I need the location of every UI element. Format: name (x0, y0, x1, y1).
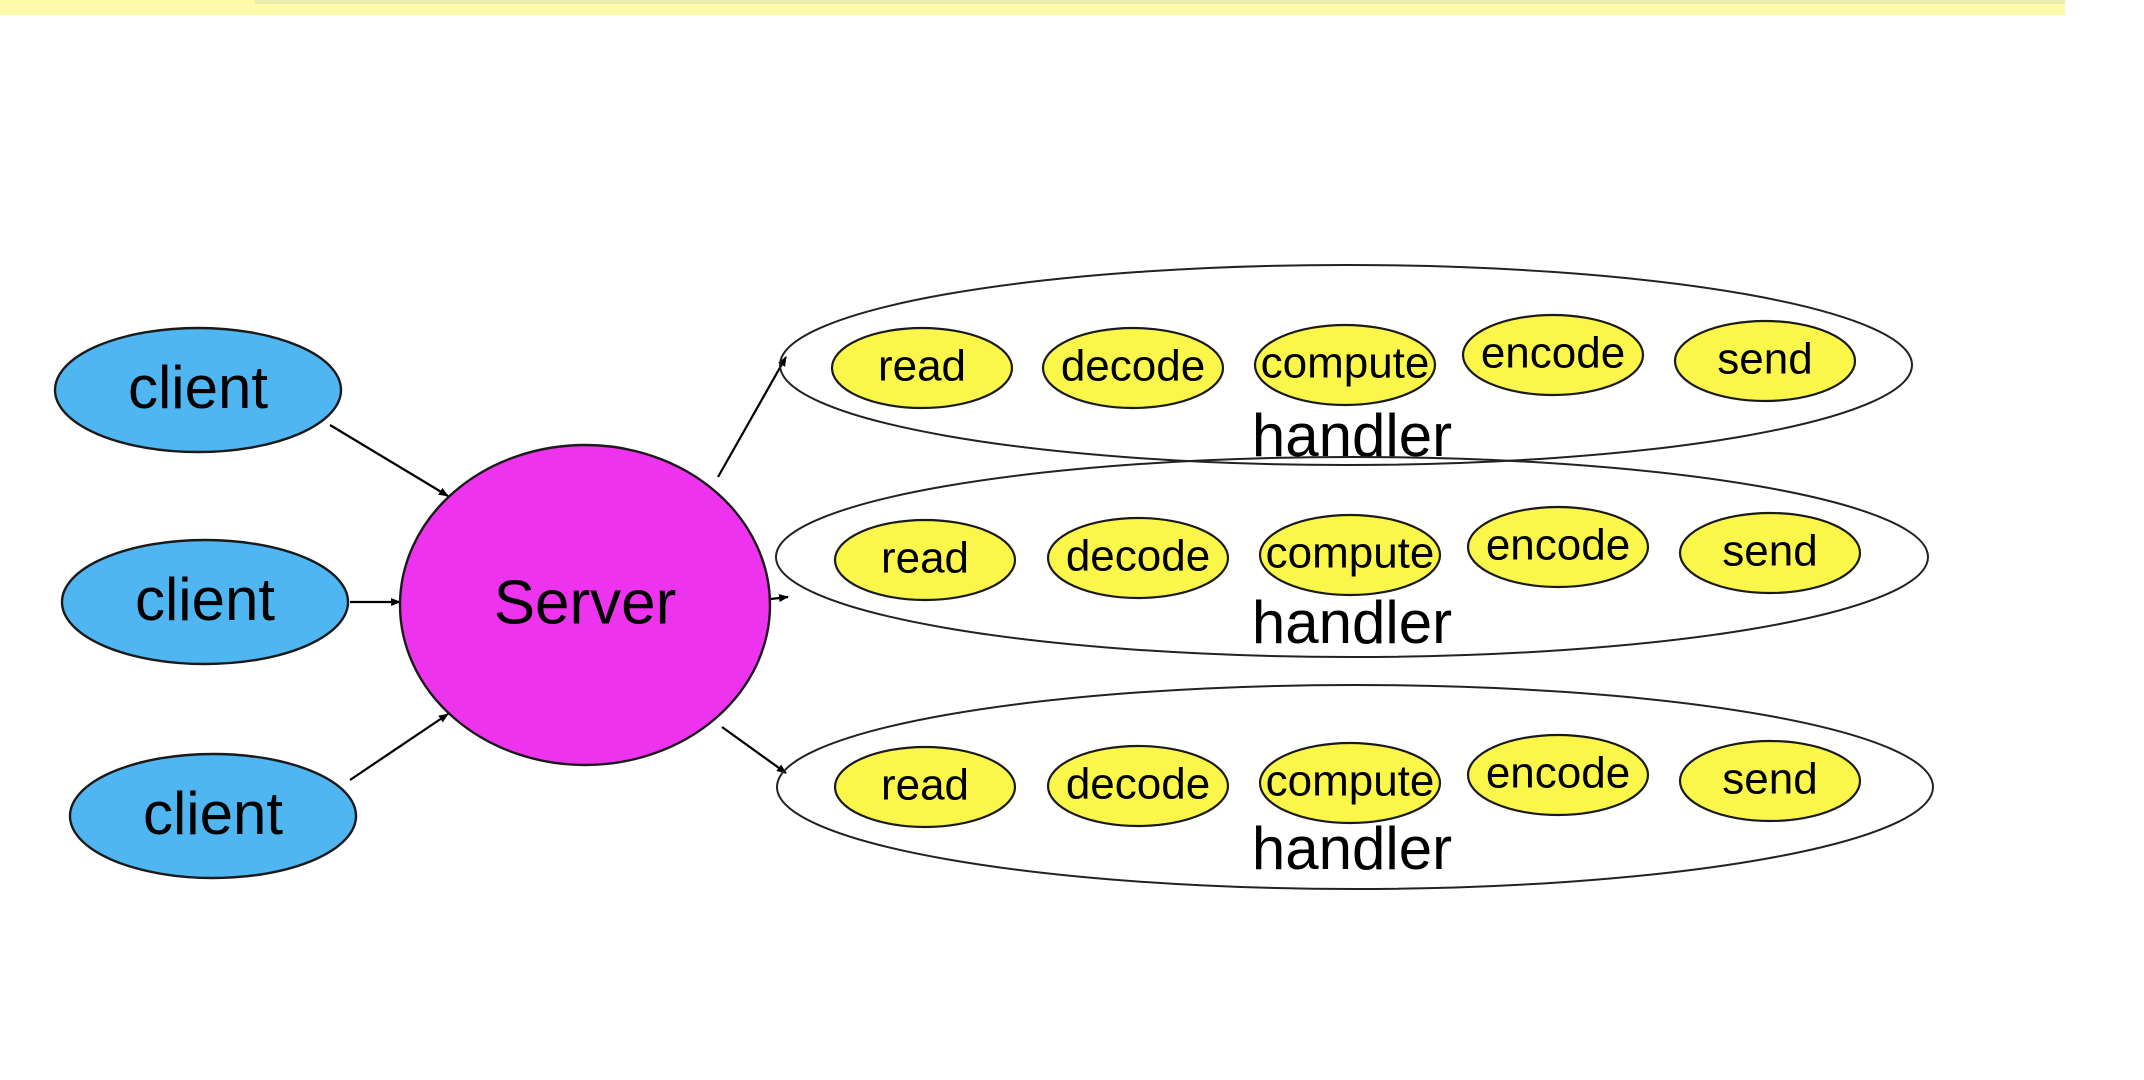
client-label: client (135, 566, 275, 633)
stage-ellipse-encode (1461, 313, 1645, 397)
handler-label: handler (1252, 589, 1452, 656)
stage-ellipse-decode (1041, 326, 1225, 410)
stage-label-encode: encode (1486, 749, 1630, 798)
handler-boundary-ellipse (775, 456, 1929, 658)
handler-group-3[interactable]: read decode compute encode send handler (776, 684, 1934, 890)
stage-label-decode: decode (1061, 342, 1205, 391)
client-ellipse (68, 752, 358, 880)
stage-ellipse-encode (1466, 505, 1650, 589)
stage-encode[interactable]: encode (1461, 313, 1645, 397)
handler-label: handler (1252, 402, 1452, 469)
stage-ellipse-read (833, 745, 1017, 829)
stage-label-compute: compute (1266, 529, 1435, 578)
stage-label-decode: decode (1066, 532, 1210, 581)
handler-label: handler (1252, 815, 1452, 882)
client-ellipse (53, 326, 343, 454)
stage-ellipse-encode (1466, 733, 1650, 817)
top-band-inner-strip (255, 0, 2065, 4)
stage-ellipse-send (1678, 511, 1862, 595)
handler-group-2[interactable]: read decode compute encode send handler (775, 456, 1929, 658)
stage-send[interactable]: send (1678, 511, 1862, 595)
stage-ellipse-send (1678, 739, 1862, 823)
stage-send[interactable]: send (1673, 319, 1857, 403)
handler-boundary-ellipse (779, 264, 1913, 466)
client-label: client (143, 780, 283, 847)
stage-decode[interactable]: decode (1046, 516, 1230, 600)
stage-ellipse-decode (1046, 744, 1230, 828)
stage-label-send: send (1722, 527, 1817, 576)
client-label: client (128, 354, 268, 421)
stage-ellipse-send (1673, 319, 1857, 403)
server-layer: Server (398, 443, 772, 767)
edge-server-to-handler-1 (717, 356, 787, 478)
stage-label-decode: decode (1066, 760, 1210, 809)
edge-client-1-to-server (329, 424, 449, 497)
stage-ellipse-read (830, 326, 1014, 410)
stage-read[interactable]: read (833, 745, 1017, 829)
stage-label-send: send (1717, 335, 1812, 384)
server-label: Server (494, 568, 677, 637)
client-ellipse (60, 538, 350, 666)
client-node-3[interactable]: client (68, 752, 358, 880)
stage-ellipse-compute (1258, 741, 1442, 825)
stage-ellipse-read (833, 518, 1017, 602)
stage-read[interactable]: read (830, 326, 1014, 410)
stage-label-compute: compute (1261, 339, 1430, 388)
server-ellipse (398, 443, 772, 767)
stage-label-encode: encode (1481, 329, 1625, 378)
stage-compute[interactable]: compute (1258, 741, 1442, 825)
stage-label-compute: compute (1266, 757, 1435, 806)
stage-ellipse-decode (1046, 516, 1230, 600)
handlers-layer: read decode compute encode send handler read de… (775, 264, 1934, 890)
stage-read[interactable]: read (833, 518, 1017, 602)
top-band (0, 0, 2065, 15)
stage-encode[interactable]: encode (1466, 733, 1650, 817)
edge-server-to-handler-3 (721, 726, 787, 774)
stage-encode[interactable]: encode (1466, 505, 1650, 589)
clients-layer: client client client (53, 326, 358, 880)
stage-label-encode: encode (1486, 521, 1630, 570)
stage-compute[interactable]: compute (1253, 323, 1437, 407)
client-node-2[interactable]: client (60, 538, 350, 666)
stage-send[interactable]: send (1678, 739, 1862, 823)
stage-ellipse-compute (1253, 323, 1437, 407)
stage-decode[interactable]: decode (1041, 326, 1225, 410)
edge-client-3-to-server (349, 713, 449, 781)
handler-group-1[interactable]: read decode compute encode send handler (779, 264, 1913, 469)
stage-label-send: send (1722, 755, 1817, 804)
stage-label-read: read (878, 342, 966, 391)
stage-label-read: read (881, 761, 969, 810)
stage-label-read: read (881, 534, 969, 583)
server-node[interactable]: Server (398, 443, 772, 767)
edges-layer (329, 356, 789, 781)
stage-ellipse-compute (1258, 513, 1442, 597)
stage-compute[interactable]: compute (1258, 513, 1442, 597)
handler-boundary-ellipse (776, 684, 1934, 890)
stage-decode[interactable]: decode (1046, 744, 1230, 828)
client-node-1[interactable]: client (53, 326, 343, 454)
